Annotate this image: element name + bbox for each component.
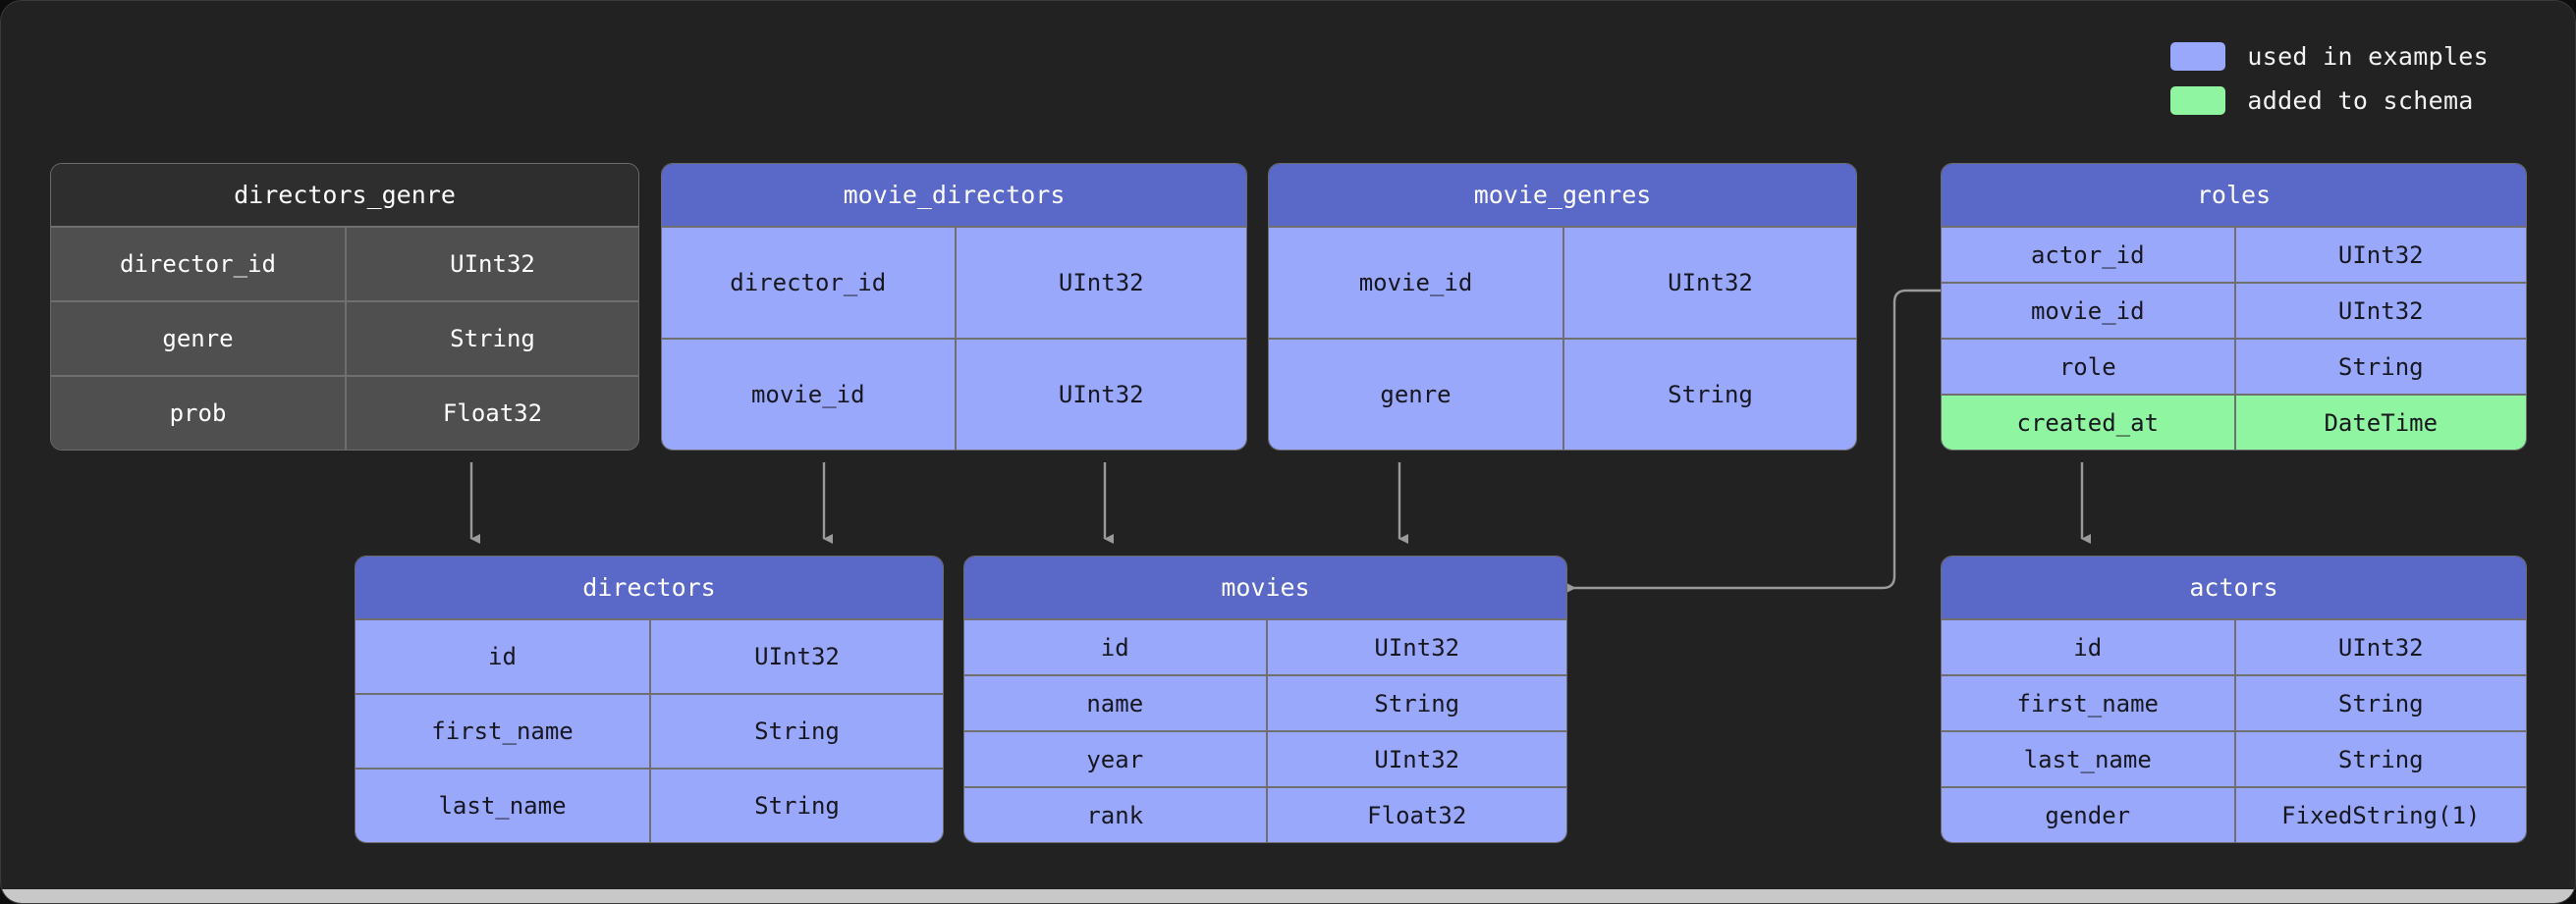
column-field: genre [51, 300, 345, 375]
table-title-roles: roles [1942, 164, 2526, 226]
table-roles[interactable]: roles actor_id UInt32 movie_id UInt32 ro… [1941, 163, 2527, 451]
column-field: name [964, 674, 1266, 730]
legend-item-added-to-schema: added to schema [2170, 86, 2489, 115]
table-title-directors-genre: directors_genre [51, 164, 638, 226]
column-type: String [345, 300, 638, 375]
column-field: id [356, 618, 649, 693]
table-title-actors: actors [1942, 557, 2526, 618]
table-title-movies: movies [964, 557, 1566, 618]
column-type: UInt32 [649, 618, 943, 693]
bottom-clipped-strip [1, 889, 2575, 903]
table-row: first_name String [1942, 674, 2526, 730]
legend-swatch-used-in-examples [2170, 42, 2226, 71]
table-row: id UInt32 [964, 618, 1566, 674]
table-row: first_name String [356, 693, 943, 768]
column-field: movie_id [1269, 226, 1562, 338]
column-type: UInt32 [1562, 226, 1856, 338]
column-field: rank [964, 786, 1266, 842]
column-type: String [649, 768, 943, 842]
table-row: actor_id UInt32 [1942, 226, 2526, 282]
table-actors[interactable]: actors id UInt32 first_name String last_… [1941, 556, 2527, 843]
table-row: director_id UInt32 [51, 226, 638, 300]
table-row: genre String [1269, 338, 1856, 450]
column-type: UInt32 [954, 226, 1246, 338]
column-field: created_at [1942, 394, 2234, 450]
table-movie-directors[interactable]: movie_directors director_id UInt32 movie… [661, 163, 1247, 451]
table-row: genre String [51, 300, 638, 375]
legend-swatch-added-to-schema [2170, 86, 2226, 115]
column-field: movie_id [1942, 282, 2234, 338]
column-type: String [2233, 674, 2526, 730]
table-row: role String [1942, 338, 2526, 394]
table-row: prob Float32 [51, 375, 638, 450]
table-row: id UInt32 [356, 618, 943, 693]
column-field: movie_id [662, 338, 955, 450]
table-title-movie-directors: movie_directors [662, 164, 1246, 226]
column-type: UInt32 [2233, 618, 2526, 674]
table-directors-genre[interactable]: directors_genre director_id UInt32 genre… [50, 163, 639, 451]
column-type: UInt32 [2233, 226, 2526, 282]
table-row: movie_id UInt32 [662, 338, 1246, 450]
column-type: UInt32 [345, 226, 638, 300]
legend: used in examples added to schema [2170, 42, 2489, 115]
legend-item-used-in-examples: used in examples [2170, 42, 2489, 71]
table-directors[interactable]: directors id UInt32 first_name String la… [355, 556, 944, 843]
column-field: year [964, 730, 1266, 786]
table-row: director_id UInt32 [662, 226, 1246, 338]
column-type: FixedString(1) [2233, 786, 2526, 842]
column-field: genre [1269, 338, 1562, 450]
column-type: String [649, 693, 943, 768]
table-row: year UInt32 [964, 730, 1566, 786]
column-type: Float32 [1265, 786, 1566, 842]
column-type: UInt32 [954, 338, 1246, 450]
column-field: last_name [1942, 730, 2234, 786]
table-row: last_name String [356, 768, 943, 842]
column-field: director_id [662, 226, 955, 338]
table-title-movie-genres: movie_genres [1269, 164, 1856, 226]
table-row: movie_id UInt32 [1942, 282, 2526, 338]
table-row: movie_id UInt32 [1269, 226, 1856, 338]
column-field: gender [1942, 786, 2234, 842]
table-row: name String [964, 674, 1566, 730]
table-movie-genres[interactable]: movie_genres movie_id UInt32 genre Strin… [1268, 163, 1857, 451]
column-type: String [2233, 338, 2526, 394]
table-title-directors: directors [356, 557, 943, 618]
column-type: Float32 [345, 375, 638, 450]
table-row: last_name String [1942, 730, 2526, 786]
table-movies[interactable]: movies id UInt32 name String year UInt32… [963, 556, 1567, 843]
column-type: String [1265, 674, 1566, 730]
column-field: role [1942, 338, 2234, 394]
legend-label-used-in-examples: used in examples [2247, 42, 2489, 71]
column-type: String [1562, 338, 1856, 450]
column-field: director_id [51, 226, 345, 300]
column-field: prob [51, 375, 345, 450]
table-row: rank Float32 [964, 786, 1566, 842]
column-type: UInt32 [1265, 730, 1566, 786]
column-field: id [964, 618, 1266, 674]
table-row: id UInt32 [1942, 618, 2526, 674]
table-row: gender FixedString(1) [1942, 786, 2526, 842]
column-type: UInt32 [1265, 618, 1566, 674]
legend-label-added-to-schema: added to schema [2247, 86, 2474, 115]
column-field: id [1942, 618, 2234, 674]
table-row-added: created_at DateTime [1942, 394, 2526, 450]
column-type: String [2233, 730, 2526, 786]
column-field: last_name [356, 768, 649, 842]
column-field: first_name [1942, 674, 2234, 730]
column-field: first_name [356, 693, 649, 768]
column-field: actor_id [1942, 226, 2234, 282]
column-type: DateTime [2233, 394, 2526, 450]
column-type: UInt32 [2233, 282, 2526, 338]
